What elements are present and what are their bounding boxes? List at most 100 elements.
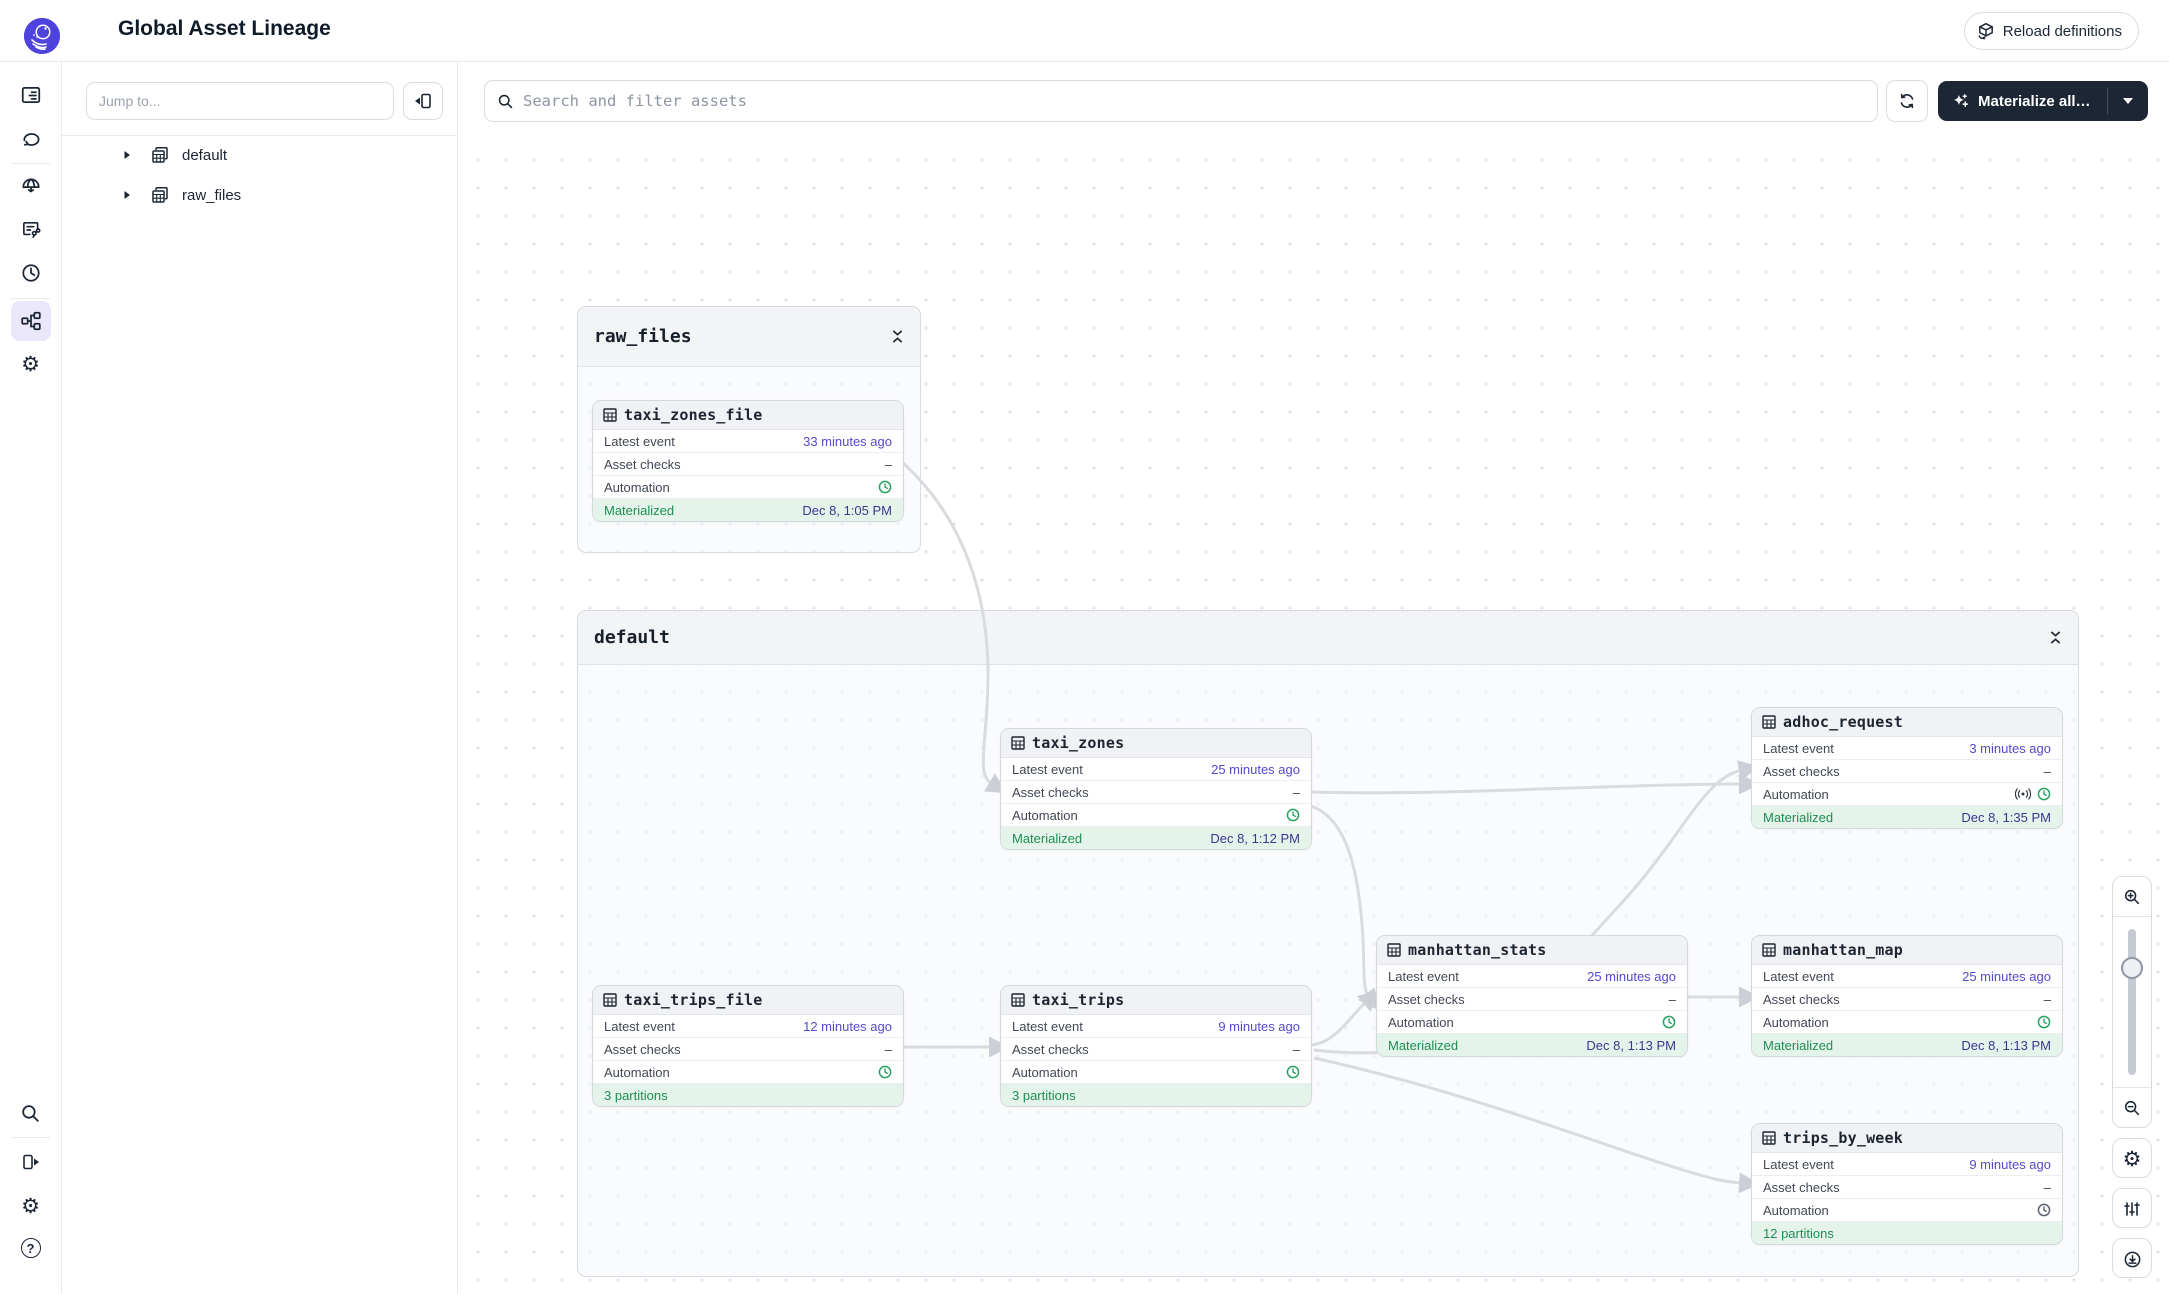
asset-checks-value: – [884,456,892,472]
group-header[interactable]: default [578,611,2078,665]
latest-event-value[interactable]: 25 minutes ago [1587,968,1676,984]
status-label: 3 partitions [604,1087,668,1103]
asset-node-header: taxi_trips [1001,986,1311,1015]
asset-name: trips_by_week [1783,1129,1903,1147]
page-title: Global Asset Lineage [118,17,331,40]
expand-panel-icon[interactable] [11,1142,51,1182]
help-icon[interactable]: ? [11,1228,51,1268]
caret-right-icon [124,191,130,199]
jobs-icon[interactable] [11,210,51,250]
latest-event-value[interactable]: 33 minutes ago [803,433,892,449]
table-icon [1762,1131,1776,1145]
row-label: Latest event [1763,1156,1834,1172]
asset-lineage-icon[interactable] [10,301,51,341]
graph-filters-button[interactable] [2112,1188,2152,1228]
lineage-canvas[interactable]: raw_files default [458,62,2169,1294]
gear-icon: ⚙ [21,1194,40,1218]
jump-to-input[interactable] [86,82,394,120]
asset-name: taxi_trips_file [624,991,763,1009]
asset-group-icon [152,187,168,203]
download-graph-button[interactable] [2112,1238,2152,1278]
row-label: Asset checks [1388,991,1465,1007]
zoom-out-button[interactable] [2113,1087,2151,1127]
latest-event-value[interactable]: 9 minutes ago [1218,1018,1300,1034]
status-value[interactable]: Dec 8, 1:13 PM [1586,1037,1676,1053]
status-value[interactable]: Dec 8, 1:05 PM [802,502,892,518]
materialize-all-split-button[interactable]: Materialize all… [1938,81,2148,121]
row-label: Latest event [1388,968,1459,984]
zoom-slider-track[interactable] [2128,929,2136,1075]
status-value[interactable]: Dec 8, 1:13 PM [1961,1037,2051,1053]
asset-name: manhattan_stats [1408,941,1547,959]
caret-down-icon [2123,98,2133,104]
dagster-logo-icon[interactable] [24,18,60,54]
schedule-clock-icon [1286,808,1300,822]
row-label: Latest event [1763,740,1834,756]
caret-right-icon [124,151,130,159]
asset-search-bar[interactable] [484,80,1878,122]
reload-definitions-button[interactable]: Reload definitions [1963,12,2139,50]
status-label: Materialized [1763,1037,1834,1053]
status-label: 12 partitions [1763,1225,1834,1241]
collapse-group-icon[interactable] [2044,627,2066,649]
row-label: Automation [1388,1014,1454,1030]
asset-node-manhattan-stats[interactable]: manhattan_stats Latest event 25 minutes a… [1376,935,1688,1057]
asset-name: adhoc_request [1783,713,1903,731]
overview-icon[interactable] [11,75,51,115]
materialize-options-button[interactable] [2108,98,2148,104]
group-header[interactable]: raw_files [578,307,920,367]
group-title: default [594,627,670,648]
refresh-button[interactable] [1886,80,1928,122]
latest-event-value[interactable]: 25 minutes ago [1211,761,1300,777]
latest-event-value[interactable]: 25 minutes ago [1962,968,2051,984]
collapse-group-icon[interactable] [886,326,908,348]
status-label: 3 partitions [1012,1087,1076,1103]
collapse-panel-button[interactable] [403,82,443,120]
reload-definitions-label: Reload definitions [2002,22,2122,40]
graph-settings-button[interactable]: ⚙ [2112,1138,2152,1178]
status-label: Materialized [1012,830,1083,846]
asset-checks-value: – [884,1041,892,1057]
row-label: Automation [604,479,670,495]
materialize-all-button[interactable]: Materialize all… [1938,93,2107,110]
asset-name: taxi_trips [1032,991,1125,1009]
asset-node-header: manhattan_stats [1377,936,1687,965]
asset-node-header: adhoc_request [1752,708,2062,737]
status-value[interactable]: Dec 8, 1:12 PM [1210,830,1300,846]
tree-item-label: raw_files [182,186,242,204]
zoom-slider-thumb[interactable] [2121,957,2143,979]
runs-icon[interactable] [11,118,51,158]
latest-event-value[interactable]: 3 minutes ago [1969,740,2051,756]
row-label: Automation [1763,1202,1829,1218]
user-settings-icon[interactable]: ⚙ [11,1186,51,1226]
row-label: Asset checks [1763,1179,1840,1195]
tree-item-default[interactable]: default [62,135,457,175]
zoom-slider[interactable] [2113,917,2151,1087]
tree-item-raw-files[interactable]: raw_files [62,175,457,215]
zoom-in-icon [2124,889,2140,904]
search-rail-icon[interactable] [11,1093,51,1133]
deployment-icon[interactable] [11,166,51,206]
status-value[interactable]: Dec 8, 1:35 PM [1961,809,2051,825]
app-header: Global Asset Lineage Reload definitions [0,0,2169,62]
asset-group-icon [152,147,168,163]
zoom-in-button[interactable] [2113,877,2151,917]
schedules-icon[interactable] [11,253,51,293]
table-icon [1762,943,1776,957]
latest-event-value[interactable]: 9 minutes ago [1969,1156,2051,1172]
reload-cube-icon [1977,22,1995,40]
row-label: Automation [1012,1064,1078,1080]
zoom-out-icon [2124,1100,2140,1115]
search-input[interactable] [523,92,1865,110]
settings-icon[interactable]: ⚙ [11,344,51,384]
zoom-controls [2112,876,2152,1128]
latest-event-value[interactable]: 12 minutes ago [803,1018,892,1034]
rail-divider [12,163,50,164]
